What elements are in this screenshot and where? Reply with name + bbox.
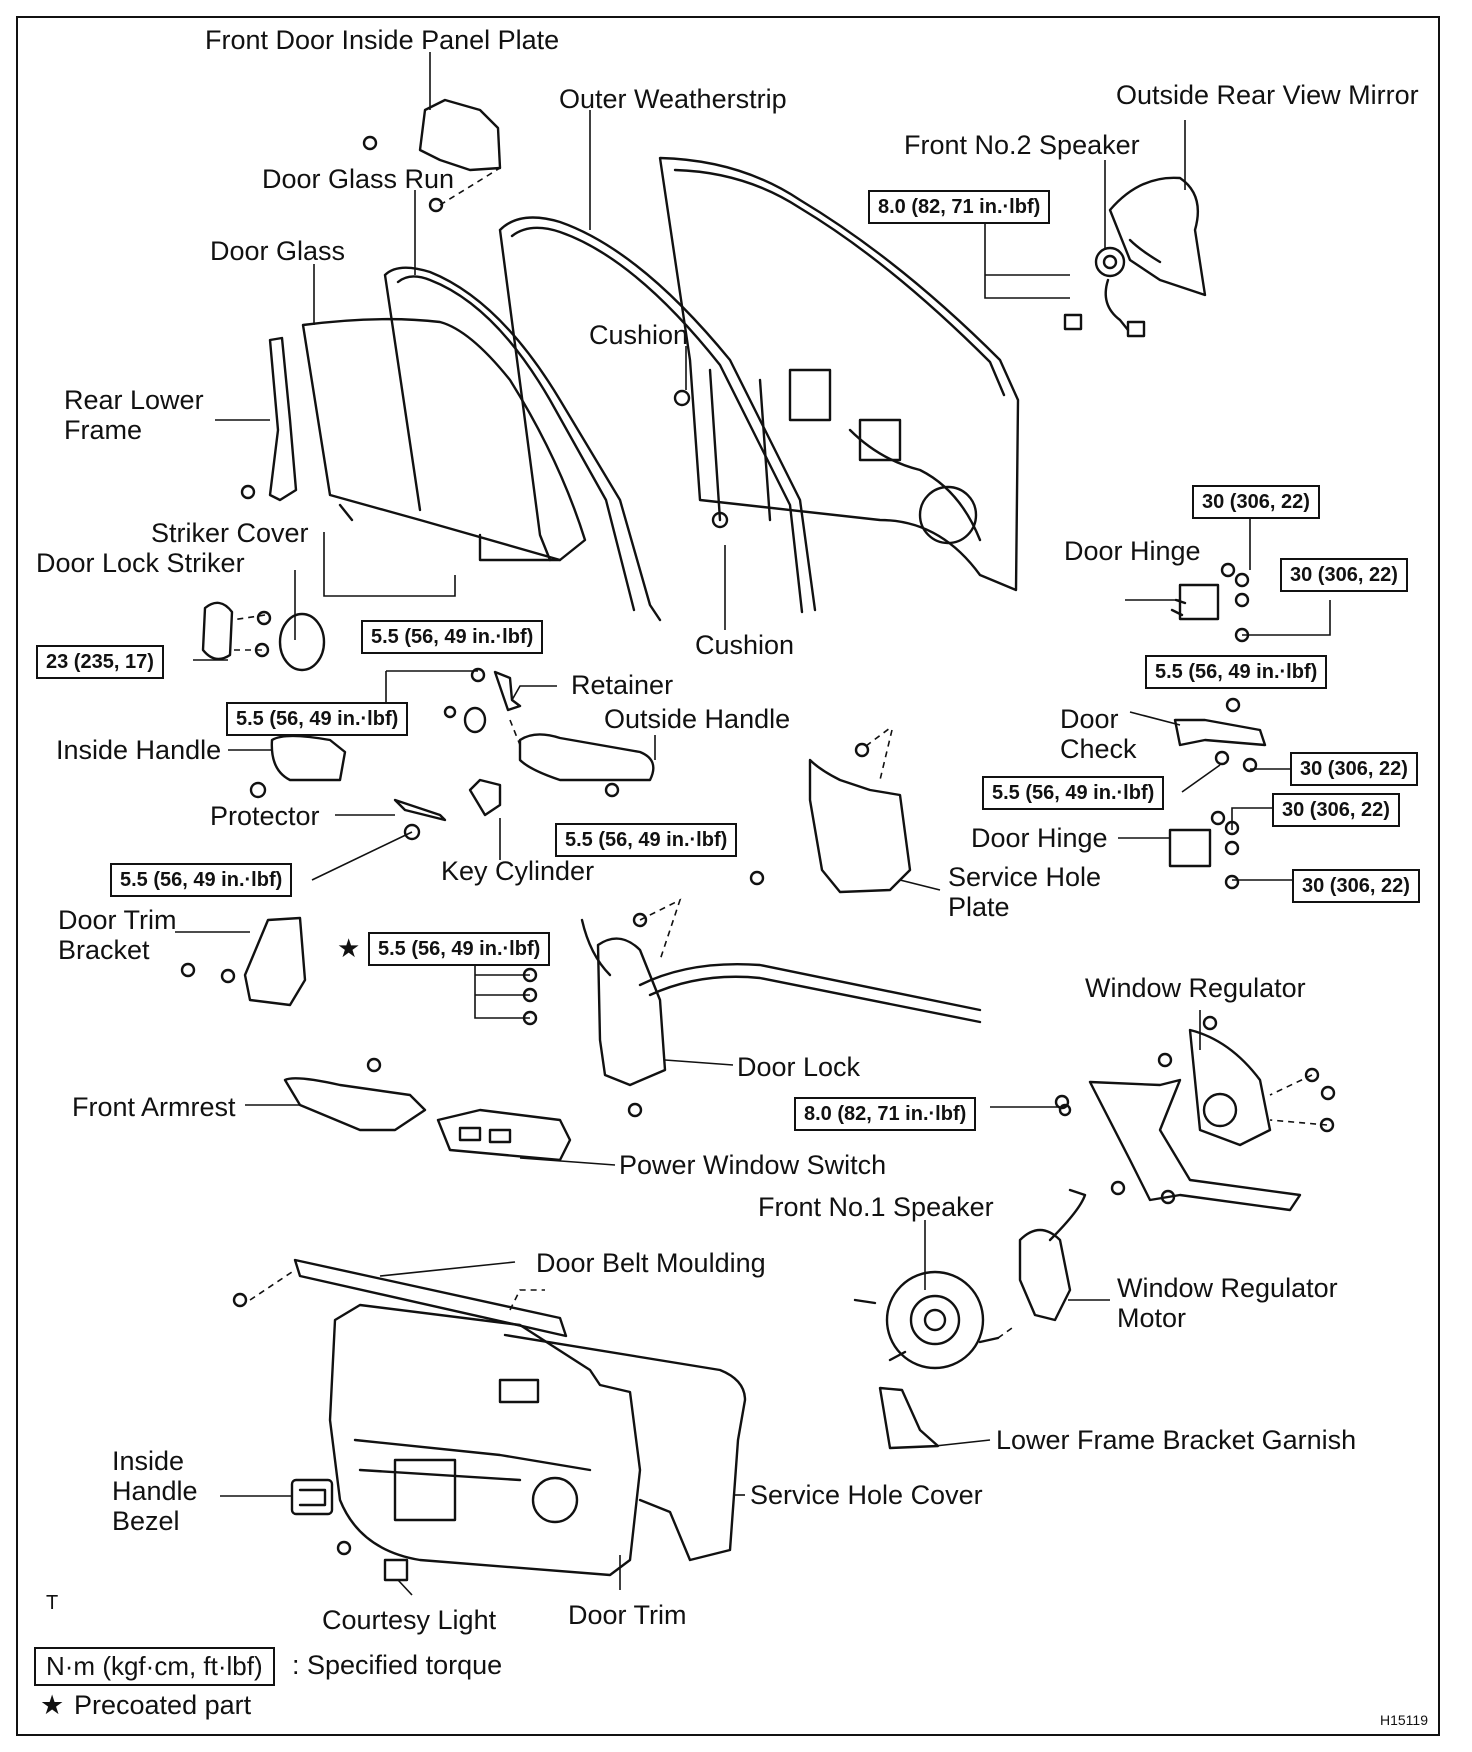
label-outside-handle: Outside Handle [604,704,791,734]
label-door-hinge-lower: Door Hinge [971,823,1108,853]
label-cushion-upper: Cushion [589,320,689,350]
label-striker-cover: Striker Cover [151,518,309,548]
label-door-hinge-upper: Door Hinge [1064,536,1201,566]
label-outside-rear-view-mirror: Outside Rear View Mirror [1116,80,1419,110]
diagram-frame [16,16,1440,1736]
label-inside-handle: Inside Handle [56,735,222,765]
torque-door-lock-precoated: 5.5 (56, 49 in.·lbf) [368,932,551,966]
label-window-regulator: Window Regulator [1085,973,1306,1003]
torque-striker: 23 (235, 17) [36,645,164,679]
label-outer-weatherstrip: Outer Weatherstrip [559,84,787,114]
label-front-door-inside-panel-plate: Front Door Inside Panel Plate [205,25,560,55]
label-front-armrest: Front Armrest [72,1092,236,1122]
label-service-hole-cover: Service Hole Cover [750,1480,983,1510]
label-key-cylinder: Key Cylinder [441,856,595,886]
label-rear-lower-frame: Rear Lower Frame [64,385,204,445]
torque-hinge-upper-b: 30 (306, 22) [1280,558,1408,592]
torque-outside-handle: 5.5 (56, 49 in.·lbf) [555,823,738,857]
legend-torque-format: N·m (kgf·cm, ft·lbf) [34,1647,275,1686]
label-front-no1-speaker: Front No.1 Speaker [758,1192,994,1222]
label-lower-frame-bracket-garnish: Lower Frame Bracket Garnish [996,1425,1357,1455]
label-cushion-lower: Cushion [695,630,795,660]
torque-mirror: 8.0 (82, 71 in.·lbf) [868,190,1051,224]
label-door-check: Door Check [1060,704,1137,764]
label-door-glass: Door Glass [210,236,346,266]
label-front-no2-speaker: Front No.2 Speaker [904,130,1140,160]
torque-protector: 5.5 (56, 49 in.·lbf) [110,863,293,897]
figure-id: H15119 [1380,1712,1429,1728]
torque-hinge-upper-a: 30 (306, 22) [1192,485,1320,519]
label-door-lock: Door Lock [737,1052,861,1082]
torque-check-b: 5.5 (56, 49 in.·lbf) [982,776,1165,810]
torque-retainer: 5.5 (56, 49 in.·lbf) [226,702,409,736]
legend-precoated-part: Precoated part [74,1690,252,1720]
precoated-star-marker: ★ [337,933,361,963]
label-door-glass-run: Door Glass Run [262,164,455,194]
label-courtesy-light: Courtesy Light [322,1605,497,1635]
label-protector: Protector [210,801,320,831]
torque-check-c: 30 (306, 22) [1290,752,1418,786]
corner-mark: T [46,1592,59,1614]
legend-star: ★ [40,1690,65,1720]
legend-torque-description: : Specified torque [292,1650,503,1680]
label-door-belt-moulding: Door Belt Moulding [536,1248,766,1278]
torque-hinge-lower-a: 30 (306, 22) [1272,793,1400,827]
torque-check-a: 5.5 (56, 49 in.·lbf) [1145,655,1328,689]
label-service-hole-plate: Service Hole Plate [948,862,1102,922]
label-door-lock-striker: Door Lock Striker [36,548,245,578]
label-window-regulator-motor: Window Regulator Motor [1117,1273,1338,1333]
label-door-trim: Door Trim [568,1600,687,1630]
label-door-trim-bracket: Door Trim Bracket [58,905,177,965]
torque-glass: 5.5 (56, 49 in.·lbf) [361,620,544,654]
torque-hinge-lower-b: 30 (306, 22) [1292,869,1420,903]
label-retainer: Retainer [571,670,674,700]
label-inside-handle-bezel: Inside Handle Bezel [112,1446,198,1536]
torque-regulator: 8.0 (82, 71 in.·lbf) [794,1097,977,1131]
label-power-window-switch: Power Window Switch [619,1150,887,1180]
